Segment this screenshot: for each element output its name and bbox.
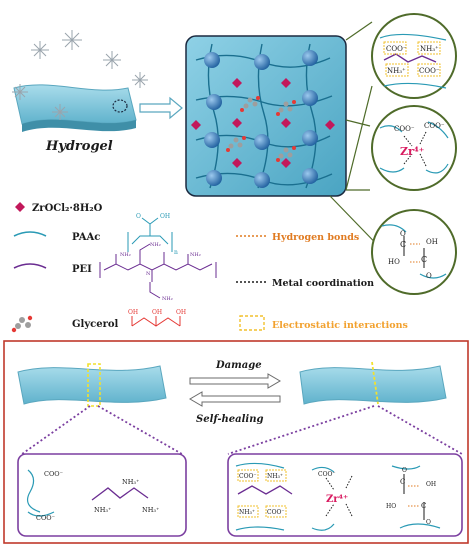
carbon-label: C (400, 478, 405, 486)
zoom-circle (112, 99, 128, 113)
paac-n-label: n (174, 249, 178, 256)
callout-electrostatic: COO⁻ NH₃⁺ NH₃⁺ COO⁻ (371, 13, 457, 99)
paac-o-label: O (136, 213, 141, 220)
nh3-label: NH₃⁺ (267, 473, 283, 480)
pei-n-label: N (146, 271, 151, 277)
legend-glycerol: Glycerol (72, 319, 119, 330)
snowflake-icon (31, 41, 49, 59)
oxygen-label: O (400, 230, 406, 238)
glycerol-oh-label: OH (176, 309, 186, 316)
carbon-label: C (421, 502, 426, 510)
healed-detail-box: COO⁻ NH₃⁺ NH₃⁺ COO⁻ Zr⁴⁺ COO⁻ C C OH HO … (227, 453, 463, 537)
coo-label: COO⁻ (44, 470, 63, 478)
legend-paac: PAAc (72, 232, 100, 243)
coo-label: COO⁻ (239, 473, 257, 480)
pei-line-icon (13, 263, 47, 269)
self-healing-arrow-icon: Self-healing (189, 391, 281, 425)
carbon-label: C (400, 240, 406, 249)
damage-arrow-icon: Damage (189, 360, 281, 389)
zr-diamond-icon (15, 202, 25, 212)
oxygen-label: O (402, 467, 407, 474)
glycerol-oh-label: OH (152, 309, 162, 316)
callout-hydrogen-bonds: C C OH HO O O (371, 209, 457, 295)
glycerol-icon (11, 315, 33, 333)
zr-ion-label: Zr⁴⁺ (400, 145, 425, 158)
coo-label: COO⁻ (424, 122, 445, 130)
pei-nh2-label: NH₂ (150, 242, 161, 248)
hydrogel-label: Hydrogel (45, 139, 113, 154)
electrostatic-box-icon (239, 315, 265, 331)
glycerol-molecules (226, 96, 296, 162)
coo-label: COO⁻ (36, 514, 55, 522)
self-healing-label: Self-healing (196, 414, 263, 425)
snowflake-icon (52, 104, 68, 120)
nh3-label: NH₃⁺ (94, 506, 111, 514)
pei-nh2-label: NH₂ (162, 296, 173, 302)
glycerol-structure (131, 316, 181, 327)
legend-metal-coordination: Metal coordination (272, 278, 374, 289)
callout-metal-coordination: Zr⁴⁺ COO⁻ COO⁻ (371, 105, 457, 191)
pei-nh2-label: NH₂ (120, 252, 131, 258)
legend-electrostatic: Electrostatic interactions (272, 320, 408, 331)
nh3-label: NH₃⁺ (122, 478, 139, 486)
snowflake-icon (103, 51, 121, 69)
bond-legend: Hydrogen bonds Metal coordination Electr… (236, 232, 408, 331)
legend-hydrogen-bonds: Hydrogen bonds (272, 232, 359, 243)
coo-label: COO⁻ (386, 45, 407, 53)
coo-label: COO⁻ (267, 509, 285, 516)
oxygen-label: O (426, 272, 432, 280)
component-legend: ZrOCl₂·8H₂O PAAc OH O n PEI NH₂ NH₂ NH₂ … (11, 202, 217, 333)
ho-label: HO (386, 503, 396, 510)
nh3-label: NH₃⁺ (420, 45, 439, 53)
oxygen-label: O (426, 519, 431, 526)
network-box (185, 35, 347, 197)
snowflake-icon (12, 84, 28, 100)
snowflake-icons (12, 30, 148, 120)
damaged-detail-box: COO⁻ COO⁻ NH₃⁺ NH₃⁺ NH₃⁺ (17, 453, 187, 537)
ho-label: HO (388, 258, 400, 266)
paac-oh-label: OH (160, 213, 170, 220)
hydrogel-sheet (13, 84, 137, 132)
pei-nh2-label: NH₂ (190, 252, 201, 258)
nh3-label: NH₃⁺ (142, 506, 159, 514)
zr-diamonds (191, 78, 335, 168)
right-arrow-icon (139, 96, 183, 120)
legend-pei: PEI (72, 264, 92, 275)
coo-label: COO⁻ (318, 471, 336, 478)
coo-label: COO⁻ (394, 125, 415, 133)
carbon-label: C (421, 255, 427, 264)
nh3-label: NH₃⁺ (239, 509, 255, 516)
damage-label: Damage (215, 360, 262, 371)
nh3-label: NH₃⁺ (387, 67, 406, 75)
pei-structure (99, 243, 217, 299)
healed-seam (371, 361, 379, 405)
glycerol-oh-label: OH (128, 309, 138, 316)
snowflake-icon (132, 72, 148, 88)
paac-structure (127, 217, 173, 252)
damaged-hydrogel (17, 363, 167, 407)
crack-box (87, 363, 101, 407)
coo-label: COO⁻ (419, 67, 440, 75)
healed-hydrogel (299, 361, 447, 405)
zr-ion-label: Zr⁴⁺ (326, 494, 348, 505)
oh-label: OH (426, 481, 436, 488)
zoom-guides (21, 405, 463, 455)
paac-line-icon (13, 231, 47, 237)
oh-label: OH (426, 238, 438, 246)
legend-zr: ZrOCl₂·8H₂O (32, 203, 103, 214)
nanoparticle-clusters (204, 50, 318, 188)
snowflake-icon (62, 30, 82, 50)
